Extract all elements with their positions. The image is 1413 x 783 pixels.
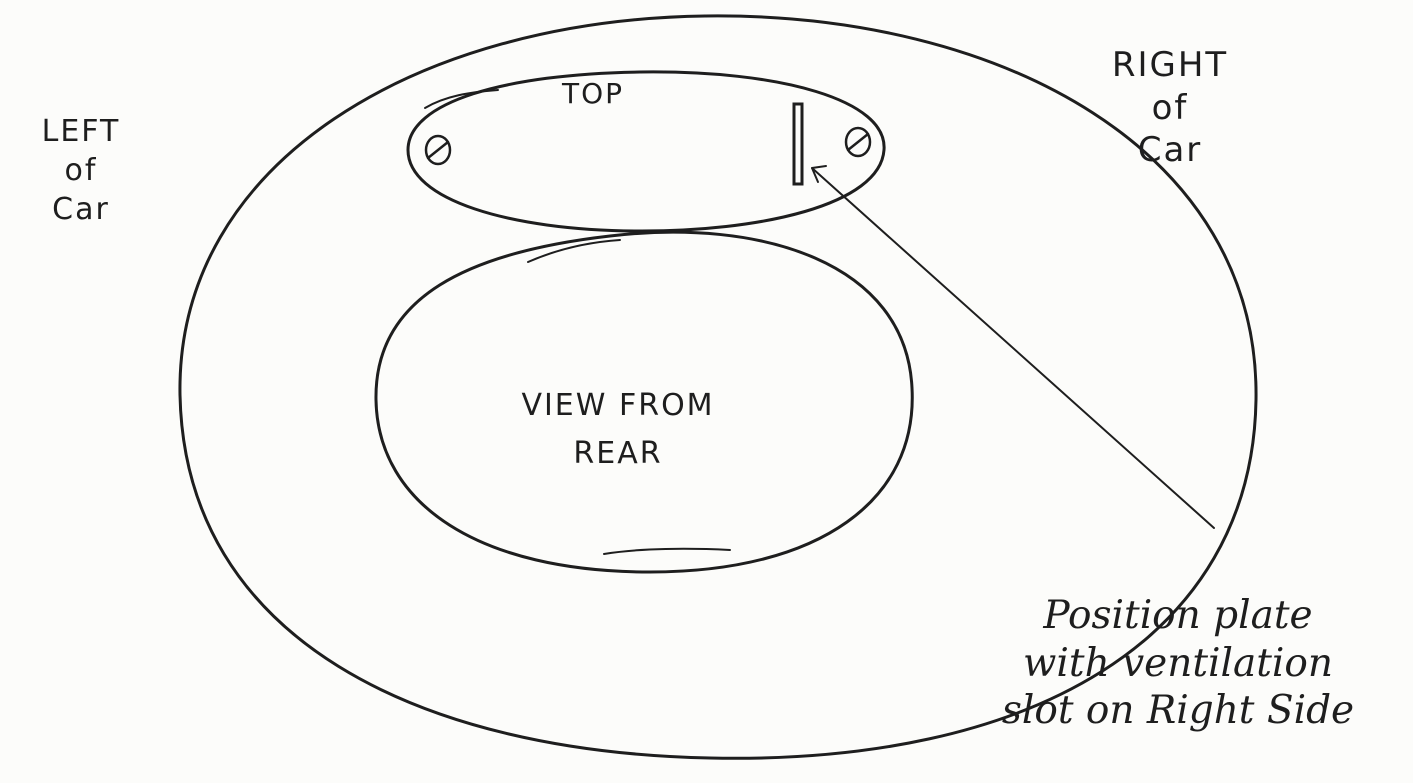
ventilation-slot (794, 104, 802, 184)
right-label-line: Car (1095, 129, 1245, 172)
left-label-line: LEFT (26, 112, 136, 151)
note-line: with ventilation (958, 640, 1398, 688)
position-note: Position plate with ventilation slot on … (958, 592, 1398, 735)
view-from-rear-label: VIEW FROM REAR (488, 382, 748, 478)
right-of-car-label: RIGHT of Car (1095, 44, 1245, 172)
left-label-line: Car (26, 190, 136, 229)
leader-line (812, 168, 1214, 528)
left-screw-icon (426, 136, 450, 164)
right-label-line: of (1095, 87, 1245, 130)
inner-bottom-mark (604, 549, 730, 554)
note-line: Position plate (958, 592, 1398, 640)
left-label-line: of (26, 151, 136, 190)
right-screw-icon (846, 128, 870, 156)
inner-top-mark (528, 240, 620, 262)
note-line: slot on Right Side (958, 687, 1398, 735)
top-label: TOP (562, 78, 624, 110)
view-label-line: REAR (488, 430, 748, 478)
right-label-line: RIGHT (1095, 44, 1245, 87)
top-plate (408, 72, 884, 231)
view-label-line: VIEW FROM (488, 382, 748, 430)
left-of-car-label: LEFT of Car (26, 112, 136, 229)
